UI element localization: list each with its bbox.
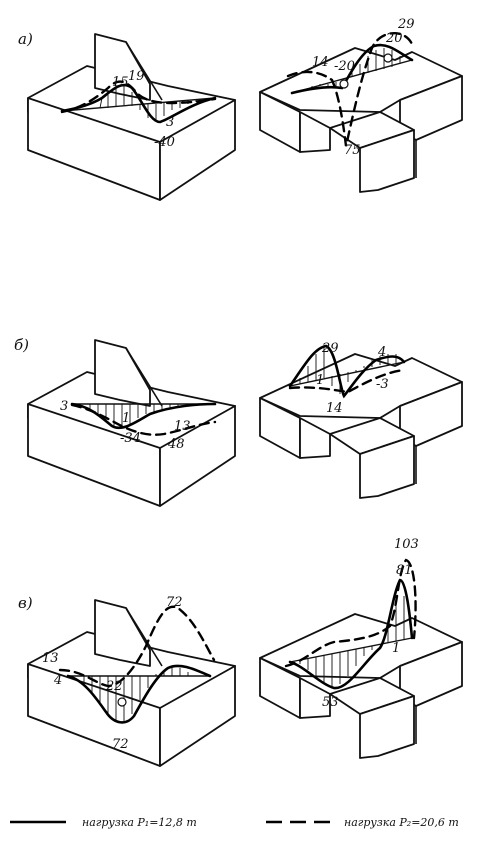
panel-b-value: 29 (321, 341, 339, 356)
panel-b-value: 13 (174, 419, 191, 434)
minus-sign-marker (117, 697, 127, 707)
minus-sign-marker (339, 79, 349, 89)
panel-b-right-dashed-curve (288, 368, 406, 394)
panel-c-value: 22 (105, 679, 123, 694)
panel-b-left-dashed-curve (70, 403, 217, 436)
panel-c-value: 103 (394, 537, 419, 552)
legend-solid-label: нагрузка P₁=12,8 т (82, 816, 197, 829)
panel-a-value: 75 (344, 143, 361, 158)
panel-c-value: 72 (112, 737, 129, 752)
panel-c-right-block: 103 81 1 53 (259, 537, 463, 759)
panel-c-left-block: 72 13 4 22 72 (27, 595, 236, 767)
panel-c-value: 53 (322, 695, 339, 710)
panel-c-value: 1 (392, 641, 400, 656)
panel-a-value: 3 (166, 115, 174, 130)
panel-a-left-baseline (61, 97, 216, 112)
panel-c-left-hatching (83, 666, 189, 722)
panel-c-value: 72 (166, 595, 183, 610)
panel-a-right-solid-curve (290, 43, 414, 95)
panel-c-right-solid-curve (288, 578, 414, 690)
panel-b-right-block: 29 4 1 -3 14 (259, 341, 463, 499)
panel-b-value: 1 (122, 411, 130, 426)
panel-b-label: б) (14, 336, 29, 354)
panel-b-value: -34 (120, 431, 141, 446)
panel-c-value: 81 (396, 563, 413, 578)
panel-b-value: 14 (326, 401, 343, 416)
panel-b-value: 4 (377, 345, 386, 360)
panel-c-right-baseline (289, 637, 413, 663)
panel-b-right-solid-curve (288, 344, 406, 399)
minus-sign-marker (383, 53, 393, 63)
panel-b-left-hatching (89, 404, 179, 428)
panel-a-value: 19 (128, 69, 145, 84)
panel-c-value: 4 (53, 673, 62, 688)
panel-c: в) 72 13 4 22 72 103 81 1 53 (18, 537, 463, 767)
panel-b-value: -3 (376, 377, 389, 392)
panel-c-left-solid-curve (66, 664, 212, 724)
panel-b-value: 1 (316, 373, 324, 388)
panel-b-left-block: 3 1 13 -34 48 (27, 339, 236, 507)
panel-b-value: 3 (60, 399, 68, 414)
legend-dashed-label: нагрузка P₂=20,6 т (344, 816, 459, 829)
panel-c-value: 13 (42, 651, 59, 666)
panel-a-value: 15 (112, 75, 129, 90)
panel-a-value: 29 (397, 17, 415, 32)
panel-a-right-block: 14 -20 29 20 75 (259, 17, 463, 193)
panel-c-right-dashed-curve (284, 558, 417, 668)
panel-a-value: 20 (385, 31, 403, 46)
panel-a-value: -20 (334, 59, 355, 74)
legend: нагрузка P₁=12,8 т нагрузка P₂=20,6 т (10, 816, 459, 829)
panel-a-label: а) (18, 30, 33, 48)
panel-b: б) 3 1 13 -34 48 29 4 1 -3 14 (14, 336, 463, 507)
panel-b-value: 48 (167, 437, 185, 452)
panel-c-label: в) (18, 594, 33, 612)
panel-b-right-baseline (289, 361, 405, 387)
panel-a: а) 15 19 3 -40 14 -20 29 20 75 (18, 17, 463, 201)
panel-a-value: 14 (312, 55, 329, 70)
panel-a-right-dashed-curve (286, 32, 414, 147)
panel-c-left-dashed-curve (58, 605, 216, 688)
panel-a-left-dashed-curve (60, 80, 217, 114)
panel-a-left-block: 15 19 3 -40 (27, 33, 236, 201)
panel-a-value: -40 (154, 135, 175, 150)
